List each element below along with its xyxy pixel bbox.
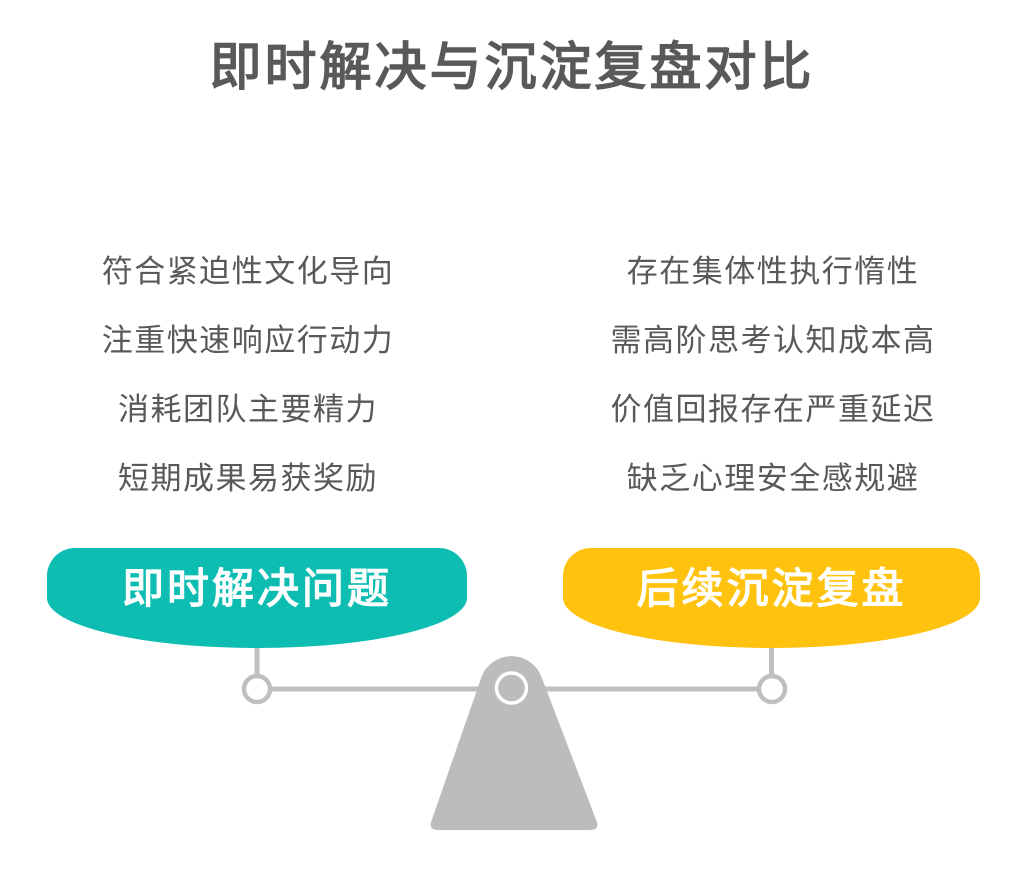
fulcrum-triangle-icon	[430, 656, 598, 830]
left-pill: 即时解决问题	[47, 548, 467, 648]
left-connector-circle-icon	[241, 673, 273, 705]
list-item: 价值回报存在严重延迟	[610, 392, 936, 427]
list-item: 存在集体性执行惰性	[626, 254, 920, 289]
pivot-ring-icon	[494, 671, 529, 705]
page-title: 即时解决与沉淀复盘对比	[209, 39, 815, 97]
right-pill: 后续沉淀复盘	[563, 548, 980, 648]
list-item: 注重快速响应行动力	[101, 323, 395, 358]
left-pill-label: 即时解决问题	[121, 564, 392, 612]
list-item: 符合紧迫性文化导向	[101, 254, 395, 289]
list-item: 需高阶思考认知成本高	[610, 323, 936, 358]
list-item: 缺乏心理安全感规避	[626, 461, 920, 496]
right-connector-circle-icon	[756, 673, 788, 705]
list-item: 消耗团队主要精力	[118, 392, 378, 427]
left-items-list: 符合紧迫性文化导向 注重快速响应行动力 消耗团队主要精力 短期成果易获奖励	[38, 234, 458, 510]
right-pill-label: 后续沉淀复盘	[636, 564, 907, 612]
list-item: 短期成果易获奖励	[118, 461, 378, 496]
right-items-list: 存在集体性执行惰性 需高阶思考认知成本高 价值回报存在严重延迟 缺乏心理安全感规…	[563, 234, 983, 510]
